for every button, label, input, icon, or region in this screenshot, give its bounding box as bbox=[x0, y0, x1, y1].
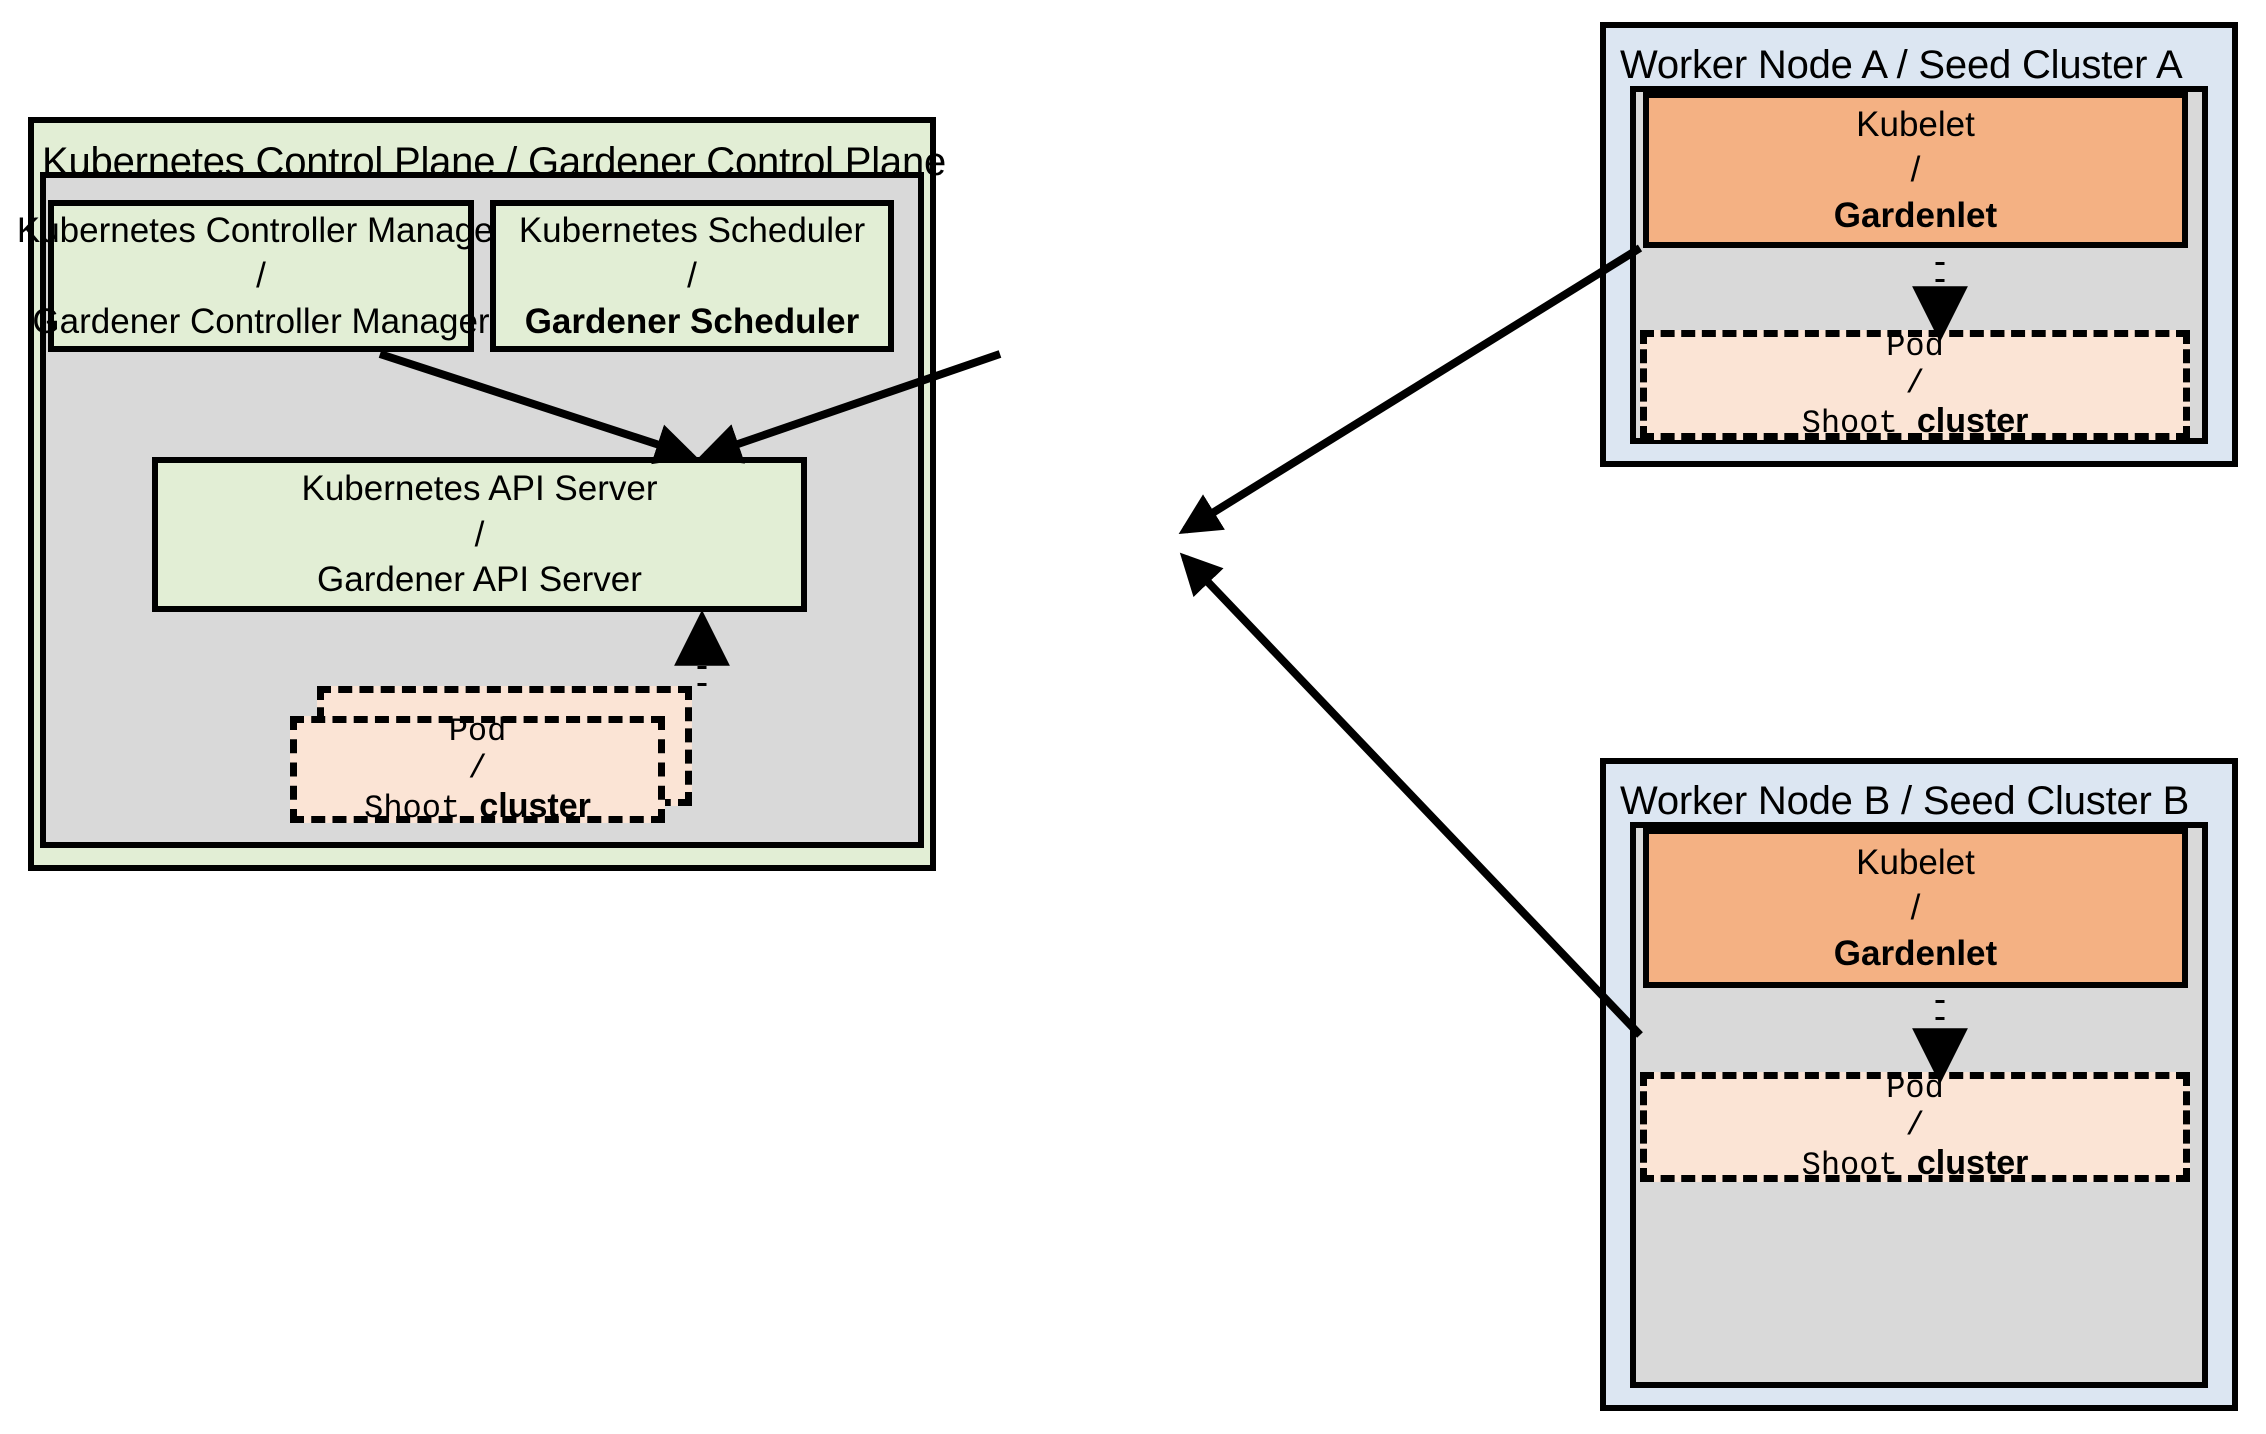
seed-a-pod-line2: Shoot cluster bbox=[1802, 402, 2029, 442]
kubernetes-api-server-box[interactable]: Kubernetes API Server / Gardener API Ser… bbox=[152, 457, 807, 612]
seed-b-pod-text: Pod / Shoot cluster bbox=[1647, 1070, 2183, 1184]
scheduler-separator: / bbox=[687, 256, 697, 296]
api-server-line1: Kubernetes API Server bbox=[301, 469, 658, 509]
shoot-pod-line2: Shoot cluster bbox=[364, 787, 591, 827]
seed-cluster-b-title: Worker Node B / Seed Cluster B bbox=[1620, 779, 2190, 823]
seed-b-pod-separator: / bbox=[1905, 1107, 1925, 1144]
seed-b-pod-line2-bold: cluster bbox=[1916, 1144, 2029, 1182]
gardenlet-a-box[interactable]: Kubelet / Gardenlet bbox=[1643, 92, 2188, 248]
gardenlet-a-line1: Kubelet bbox=[1856, 104, 1975, 144]
gardenlet-b-line2: Gardenlet bbox=[1833, 933, 1998, 973]
controller-manager-line1: Kubernetes Controller Manager bbox=[16, 210, 506, 250]
api-server-line2: Gardener API Server bbox=[317, 560, 642, 600]
seed-a-pod-separator: / bbox=[1905, 365, 1925, 402]
seed-b-pod-line2: Shoot cluster bbox=[1802, 1144, 2029, 1184]
seed-b-pod-line1: Pod bbox=[1886, 1070, 1944, 1107]
connector-gardenlet-a-to-api-server bbox=[1178, 244, 1643, 534]
kubernetes-scheduler-box[interactable]: Kubernetes Scheduler / Gardener Schedule… bbox=[490, 200, 894, 352]
gardenlet-b-text: Kubelet / Gardenlet bbox=[1649, 834, 2182, 982]
api-server-separator: / bbox=[474, 514, 485, 554]
shoot-pod-line1: Pod bbox=[448, 712, 507, 750]
shoot-pod-line2-bold: cluster bbox=[479, 786, 591, 825]
scheduler-text: Kubernetes Scheduler / Gardener Schedule… bbox=[496, 206, 888, 346]
controller-manager-line2: Gardener Controller Manager bbox=[32, 301, 490, 341]
seed-a-pod-box[interactable]: Pod / Shoot cluster bbox=[1640, 328, 2190, 442]
seed-a-pod-text: Pod / Shoot cluster bbox=[1647, 328, 2183, 442]
gardenlet-b-line1: Kubelet bbox=[1856, 842, 1975, 882]
api-server-text: Kubernetes API Server / Gardener API Ser… bbox=[158, 463, 801, 606]
seed-a-pod-line2-mono: Shoot bbox=[1801, 405, 1898, 442]
seed-a-pod-line1: Pod bbox=[1886, 328, 1944, 365]
scheduler-line1: Kubernetes Scheduler bbox=[518, 210, 866, 250]
gardenlet-b-separator: / bbox=[1910, 888, 1921, 928]
scheduler-line2: Gardener Scheduler bbox=[524, 301, 860, 341]
connector-gardenlet-b-to-api-server bbox=[1179, 552, 1643, 1038]
shoot-pod-separator: / bbox=[467, 749, 488, 787]
gardenlet-a-text: Kubelet / Gardenlet bbox=[1649, 98, 2182, 242]
seed-cluster-a-title: Worker Node A / Seed Cluster A bbox=[1620, 43, 2183, 87]
gardenlet-a-line2: Gardenlet bbox=[1833, 195, 1998, 235]
shoot-pod-box[interactable]: Pod / Shoot cluster bbox=[290, 713, 665, 827]
controller-manager-text: Kubernetes Controller Manager / Gardener… bbox=[17, 206, 505, 346]
shoot-pod-line2-mono: Shoot bbox=[364, 789, 461, 827]
seed-a-pod-line2-bold: cluster bbox=[1916, 402, 2029, 440]
seed-b-pod-box[interactable]: Pod / Shoot cluster bbox=[1640, 1070, 2190, 1184]
controller-manager-separator: / bbox=[256, 256, 266, 296]
seed-b-pod-line2-mono: Shoot bbox=[1801, 1147, 1898, 1184]
shoot-pod-text: Pod / Shoot cluster bbox=[297, 713, 658, 827]
gardenlet-b-box[interactable]: Kubelet / Gardenlet bbox=[1643, 828, 2188, 988]
kubernetes-controller-manager-box[interactable]: Kubernetes Controller Manager / Gardener… bbox=[17, 200, 505, 352]
gardenlet-a-separator: / bbox=[1910, 150, 1921, 190]
